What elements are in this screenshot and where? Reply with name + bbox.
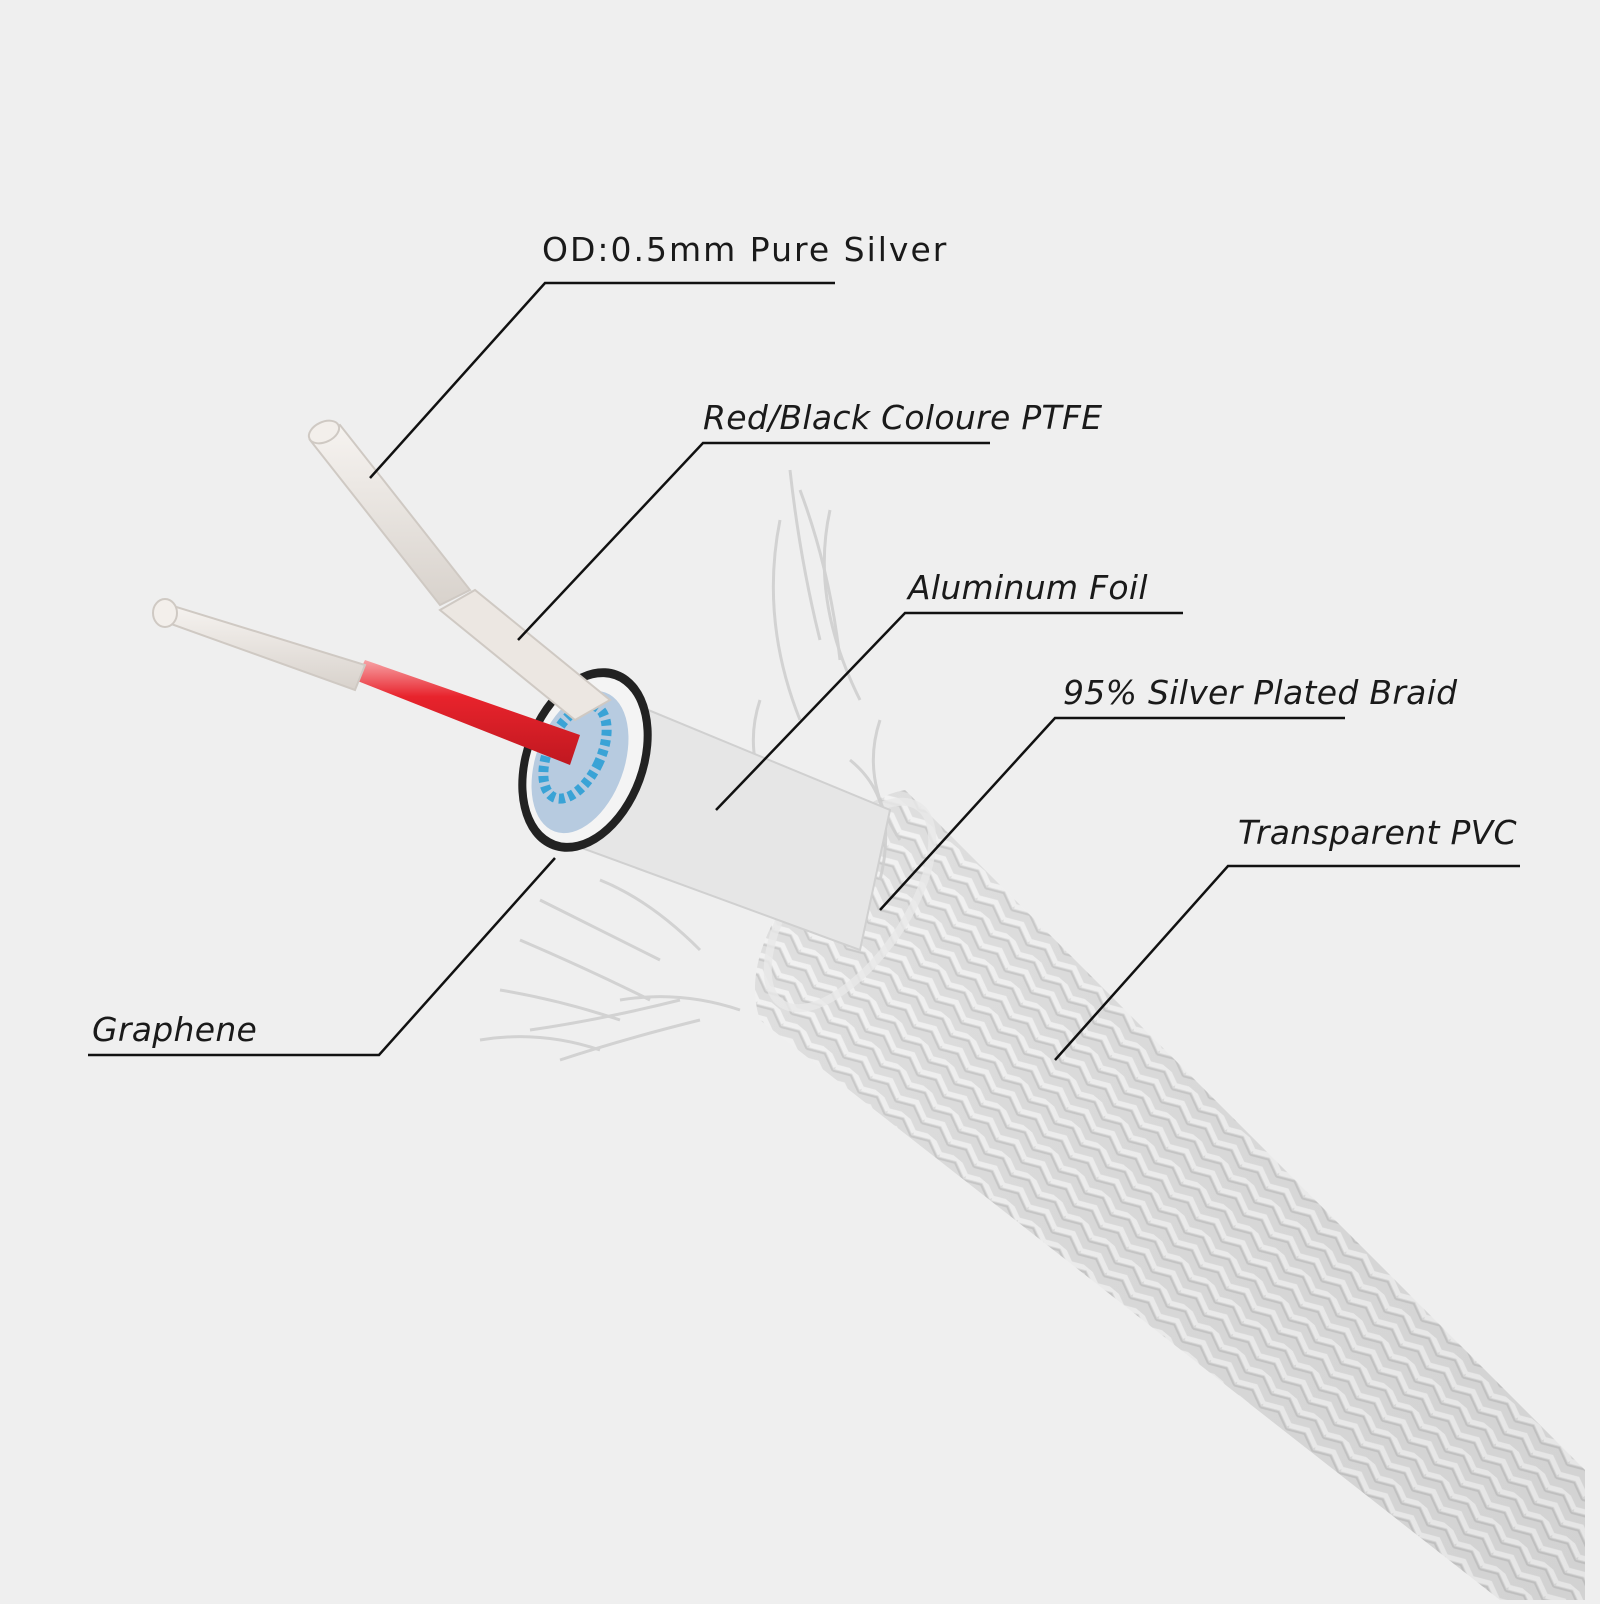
foil-core <box>518 668 892 952</box>
label-aluminum-foil: Aluminum Foil <box>908 568 1148 607</box>
label-pure-silver: OD:0.5mm Pure Silver <box>542 230 949 269</box>
leader-braid <box>879 716 1345 911</box>
leader-graphene <box>88 857 556 1057</box>
leader-pvc <box>1054 864 1520 1061</box>
white-conductor <box>307 419 612 722</box>
red-conductor <box>152 598 580 765</box>
label-graphene: Graphene <box>92 1010 258 1049</box>
frayed-braid <box>479 469 902 1062</box>
leader-lines <box>88 281 1520 1061</box>
leader-ptfe <box>517 441 990 641</box>
leader-silver <box>369 281 835 479</box>
leader-foil <box>715 611 1183 811</box>
label-silver-braid: 95% Silver Plated Braid <box>1063 673 1458 712</box>
label-transparent-pvc: Transparent PVC <box>1238 813 1517 852</box>
label-ptfe: Red/Black Coloure PTFE <box>703 398 1103 437</box>
